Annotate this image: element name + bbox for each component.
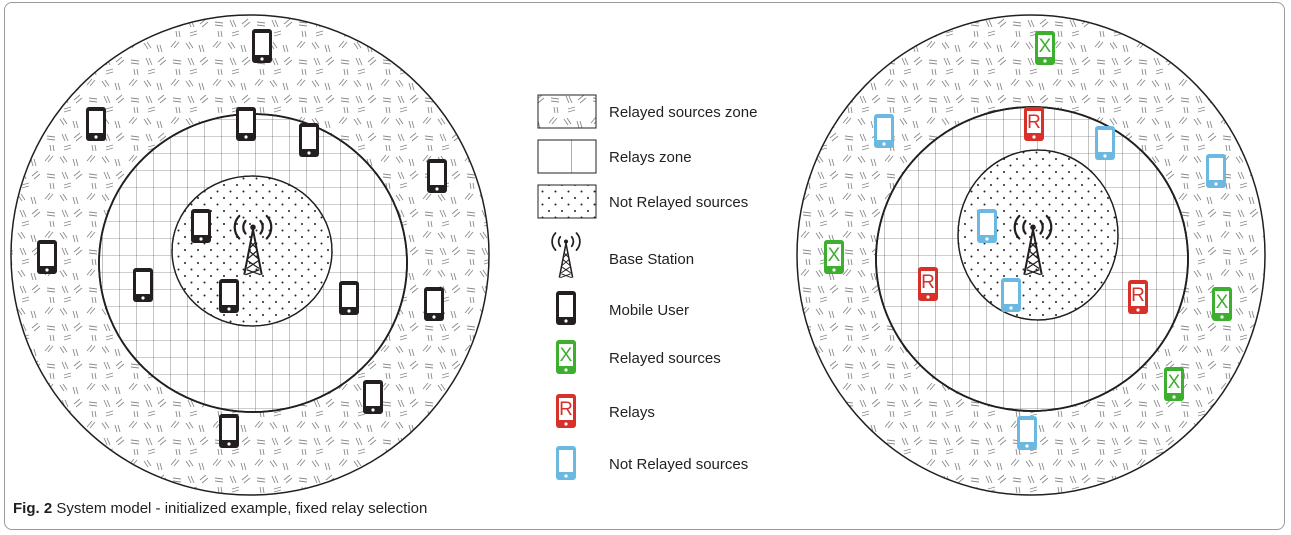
relayed-source-icon: X <box>1164 367 1184 401</box>
not-relayed-source-icon <box>1017 416 1037 450</box>
right-not-relayed-sources-zone-dots <box>957 149 1119 321</box>
relayed-source-icon: X <box>1212 287 1232 321</box>
legend-label-not-relayed-zone: Not Relayed sources <box>609 194 748 211</box>
not-relayed-source-icon <box>1095 126 1115 160</box>
phone-glyph: R <box>559 399 573 420</box>
legend-not-relayed-source-icon <box>556 446 576 480</box>
left-network-diagram <box>10 14 490 496</box>
phone-glyph: X <box>1039 36 1052 57</box>
right-base-station-icon <box>1013 214 1053 276</box>
relayed-source-icon: X <box>1035 31 1055 65</box>
relay-icon: R <box>1024 107 1044 141</box>
not-relayed-source-icon <box>977 209 997 243</box>
not-relayed-source-icon <box>874 114 894 148</box>
legend-label-not-relayed-source: Not Relayed sources <box>609 456 748 473</box>
mobile-user-icon <box>339 281 359 315</box>
not-relayed-source-icon <box>1206 154 1226 188</box>
relay-icon: R <box>918 267 938 301</box>
legend-relayed-zone-swatch <box>537 94 597 129</box>
figure-caption: Fig. 2 System model - initialized exampl… <box>13 500 427 517</box>
caption-figure-number: Fig. 2 <box>13 500 53 517</box>
phone-glyph: X <box>1168 372 1181 393</box>
legend-not-relayed-zone-swatch <box>537 184 597 219</box>
legend-relays-zone-swatch <box>537 139 597 174</box>
legend-base-station-icon <box>551 232 581 279</box>
mobile-user-icon <box>236 107 256 141</box>
mobile-user-icon <box>424 287 444 321</box>
mobile-user-icon <box>427 159 447 193</box>
mobile-user-icon <box>363 380 383 414</box>
phone-glyph: X <box>560 345 573 366</box>
phone-glyph: X <box>828 245 841 266</box>
phone-glyph: R <box>1131 285 1145 306</box>
legend-relayed-source-icon: X <box>556 340 576 374</box>
phone-glyph: X <box>1216 292 1229 313</box>
mobile-user-icon <box>37 240 57 274</box>
right-network-diagram <box>796 14 1266 496</box>
mobile-user-icon <box>219 414 239 448</box>
mobile-user-icon <box>133 268 153 302</box>
left-not-relayed-sources-zone-dots <box>171 175 333 327</box>
mobile-user-icon <box>191 209 211 243</box>
relayed-source-icon: X <box>824 240 844 274</box>
legend-label-relayed-source: Relayed sources <box>609 350 721 367</box>
legend-label-mobile-user: Mobile User <box>609 302 689 319</box>
legend-label-relayed-zone: Relayed sources zone <box>609 104 757 121</box>
legend-label-relay: Relays <box>609 404 655 421</box>
mobile-user-icon <box>86 107 106 141</box>
mobile-user-icon <box>252 29 272 63</box>
relay-icon: R <box>1128 280 1148 314</box>
not-relayed-source-icon <box>1001 278 1021 312</box>
legend-label-base-station: Base Station <box>609 251 694 268</box>
caption-text: System model - initialized example, fixe… <box>56 500 428 517</box>
phone-glyph: R <box>1027 112 1041 133</box>
legend-mobile-user-icon <box>556 291 576 325</box>
legend-relay-icon: R <box>556 394 576 428</box>
mobile-user-icon <box>219 279 239 313</box>
left-base-station-icon <box>233 214 273 276</box>
phone-glyph: R <box>921 272 935 293</box>
legend-label-relays-zone: Relays zone <box>609 149 692 166</box>
mobile-user-icon <box>299 123 319 157</box>
